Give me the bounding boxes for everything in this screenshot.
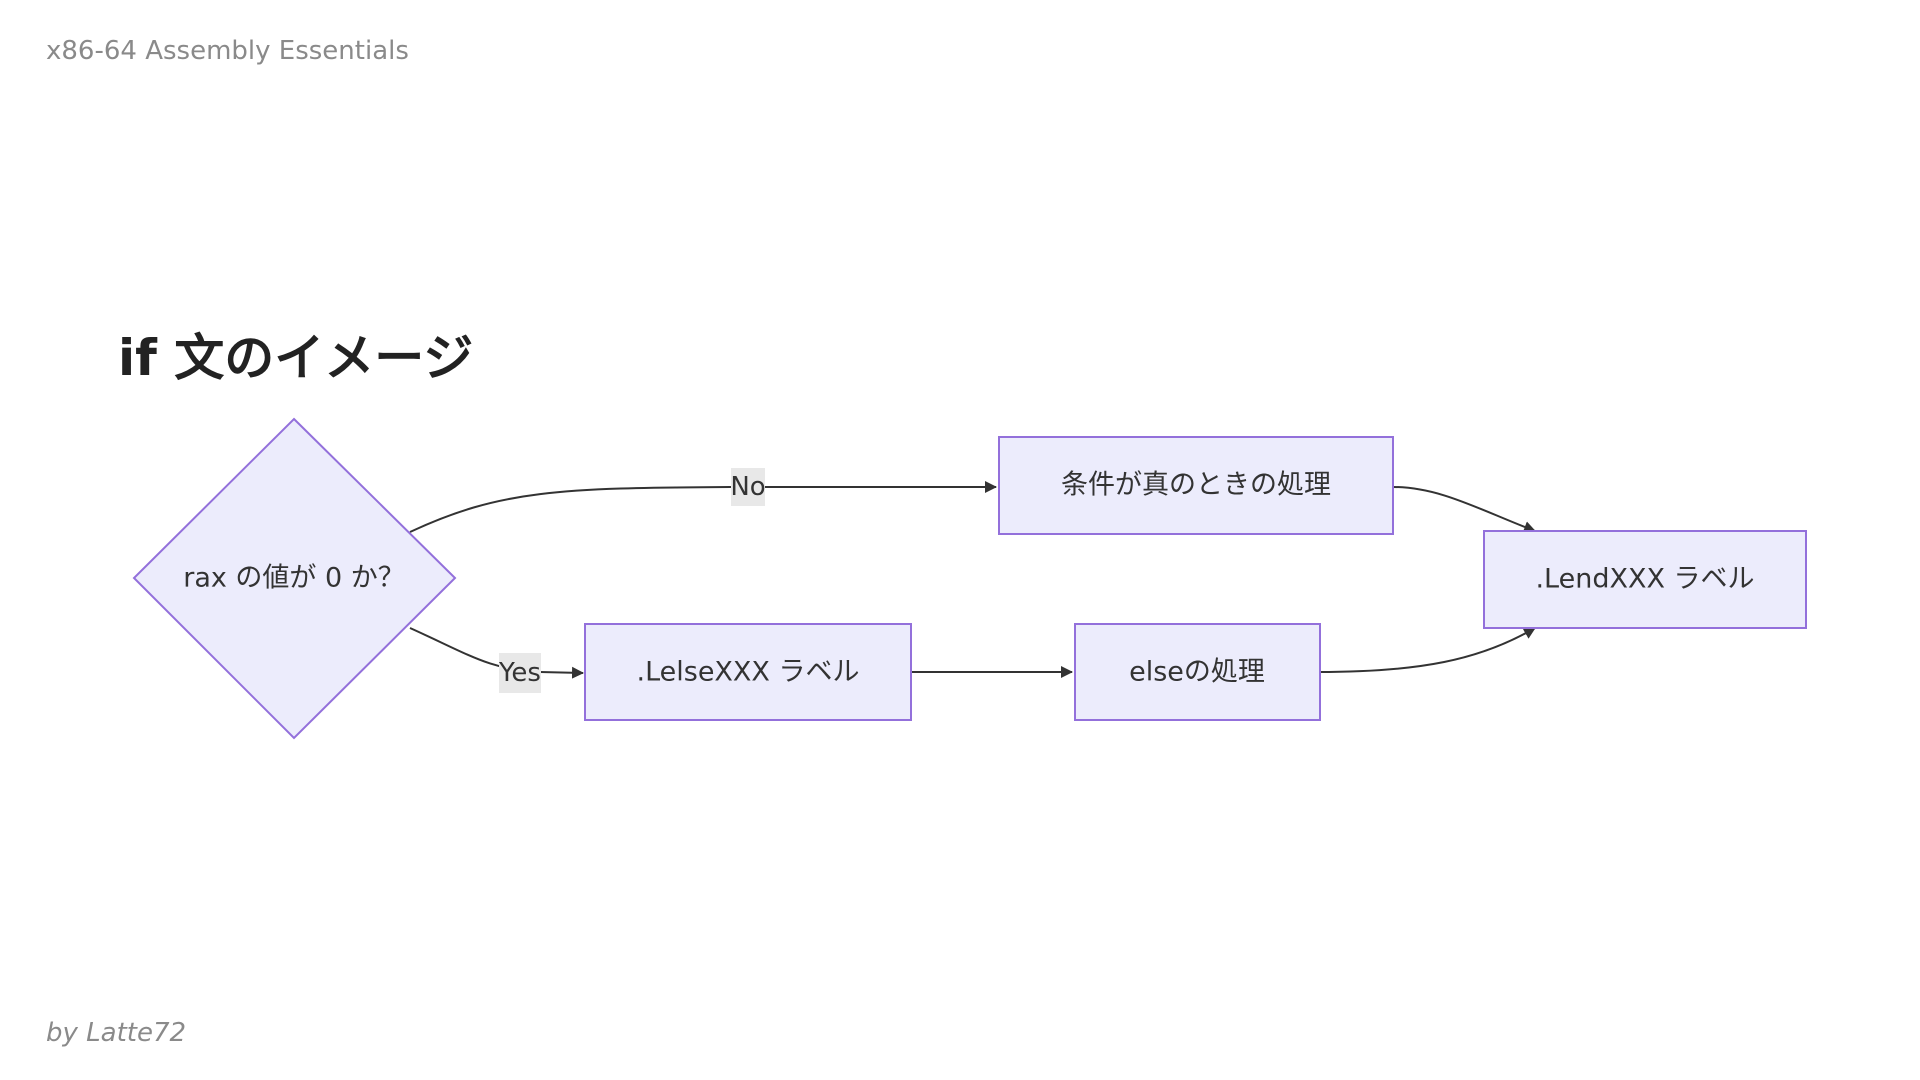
edge-no <box>409 481 997 533</box>
end-label-node-label: .LendXXX ラベル <box>1535 564 1754 595</box>
slide-title: if 文のイメージ <box>118 329 474 387</box>
edge-else-proc-to-end <box>1317 627 1536 673</box>
else-process-node <box>1074 623 1321 721</box>
end-label-node <box>1483 530 1807 629</box>
edge-label-no: No <box>730 472 765 502</box>
edge-true-proc-to-end <box>1392 486 1536 533</box>
author-credit: by Latte72 <box>46 1018 187 1048</box>
true-process-node-label: 条件が真のときの処理 <box>1061 470 1331 501</box>
else-label-node-label: .LelseXXX ラベル <box>636 657 859 688</box>
edge-label-no-bg <box>731 468 765 506</box>
true-process-node <box>998 436 1394 535</box>
edge-label-yes: Yes <box>498 658 541 688</box>
else-process-node-label: elseの処理 <box>1129 657 1265 688</box>
edge-label-yes-bg <box>499 653 541 693</box>
decision-node <box>132 417 457 740</box>
decision-node-label: rax の値が 0 か？ <box>183 563 405 594</box>
deck-title: x86-64 Assembly Essentials <box>46 36 409 66</box>
edge-yes <box>409 627 584 679</box>
else-label-node <box>584 623 912 721</box>
